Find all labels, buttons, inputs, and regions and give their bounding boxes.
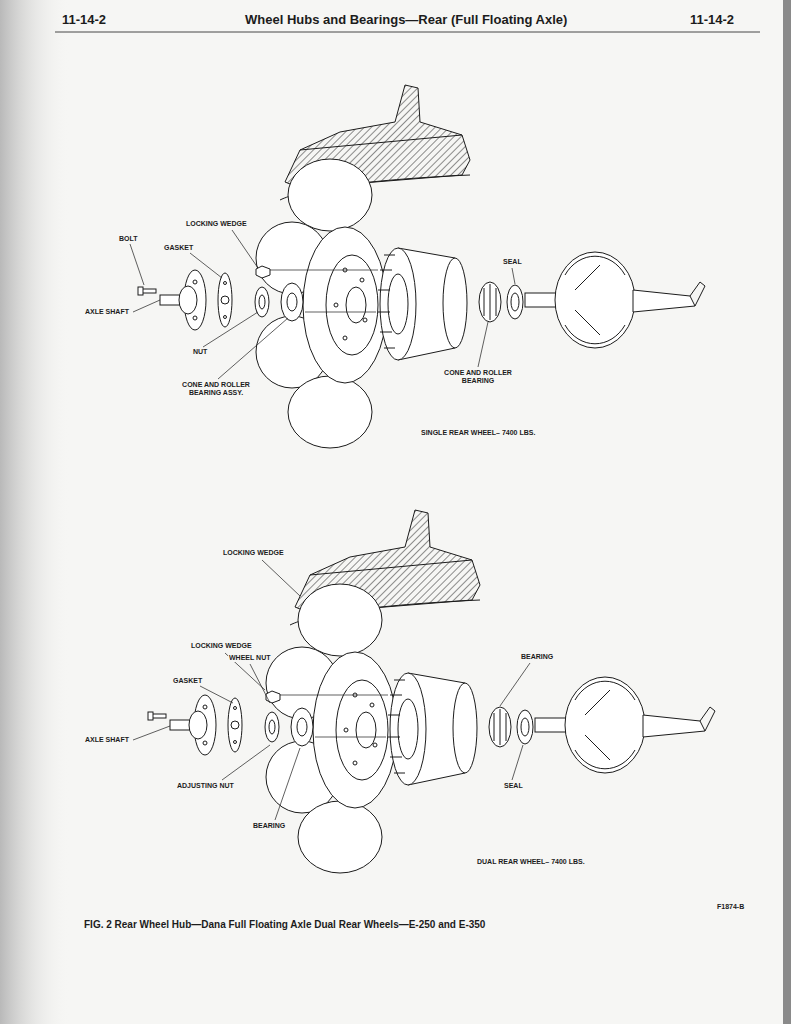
part-label: AXLE SHAFT <box>84 736 130 744</box>
view-title: DUAL REAR WHEEL– 7400 LBS. <box>476 858 586 866</box>
part-label: WHEEL NUT <box>228 654 271 662</box>
part-label: BEARING <box>520 653 554 661</box>
part-label: CONE AND ROLLER BEARING <box>437 369 519 385</box>
part-label: CONE AND ROLLER BEARING ASSY. <box>175 381 257 397</box>
part-label: SEAL <box>502 258 523 266</box>
view-title: SINGLE REAR WHEEL– 7400 LBS. <box>420 429 536 437</box>
part-label: NUT <box>192 348 208 356</box>
part-label: ADJUSTING NUT <box>176 782 235 790</box>
part-label: LOCKING WEDGE <box>222 549 285 557</box>
page-number: 11-14-2 <box>62 12 106 27</box>
part-label: LOCKING WEDGE <box>190 642 253 650</box>
figure-caption: FIG. 2 Rear Wheel Hub—Dana Full Floating… <box>84 919 485 930</box>
part-label: BEARING <box>252 822 286 830</box>
part-label: AXLE SHAFT <box>84 308 130 316</box>
part-label: GASKET <box>172 677 203 685</box>
part-label: GASKET <box>163 244 194 252</box>
page-number: 11-14-2 <box>690 12 734 27</box>
figure-code: F1874-B <box>716 903 745 911</box>
part-label: BOLT <box>118 235 139 243</box>
page-title: Wheel Hubs and Bearings—Rear (Full Float… <box>245 12 567 27</box>
part-label: SEAL <box>503 782 524 790</box>
part-label: LOCKING WEDGE <box>185 220 248 228</box>
